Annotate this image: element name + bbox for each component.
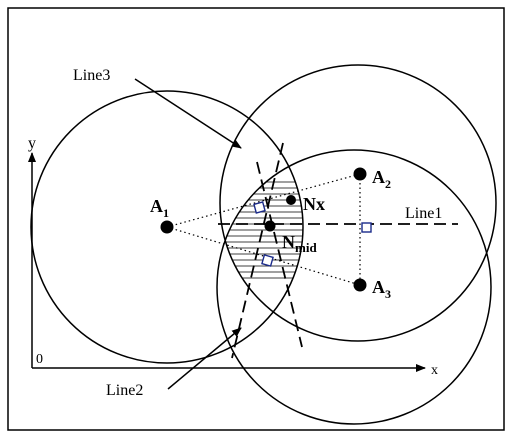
label-a2: A2 (372, 167, 391, 191)
line2-bisector (231, 142, 284, 359)
circle-a3 (216, 149, 492, 425)
label-line1: Line1 (405, 205, 442, 222)
label-origin: 0 (36, 352, 43, 367)
label-line3: Line3 (73, 67, 110, 84)
circle-a2 (219, 64, 497, 342)
label-nx: Nx (303, 194, 325, 214)
circle-a1 (30, 90, 304, 364)
label-a3: A3 (372, 277, 391, 301)
point-a2 (353, 167, 367, 181)
dotted-links (166, 173, 361, 286)
frame-border (7, 7, 505, 431)
label-axis-y: y (28, 135, 36, 152)
right-angle-marker-right (361, 222, 372, 233)
intersection-region (220, 181, 303, 279)
line2-pointer-arrow (167, 327, 242, 390)
label-nmid: Nmid (282, 232, 317, 255)
point-nmid (264, 220, 276, 232)
label-line2: Line2 (106, 382, 143, 399)
point-a1 (160, 220, 174, 234)
line3-pointer-arrow (134, 78, 242, 149)
line3-bisector (256, 161, 303, 348)
label-a1: A1 (150, 196, 169, 220)
right-angle-marker-upper (253, 201, 266, 214)
label-axis-x: x (431, 363, 438, 378)
right-angle-marker-lower (261, 254, 274, 267)
point-a3 (353, 278, 367, 292)
point-nx (286, 195, 296, 205)
